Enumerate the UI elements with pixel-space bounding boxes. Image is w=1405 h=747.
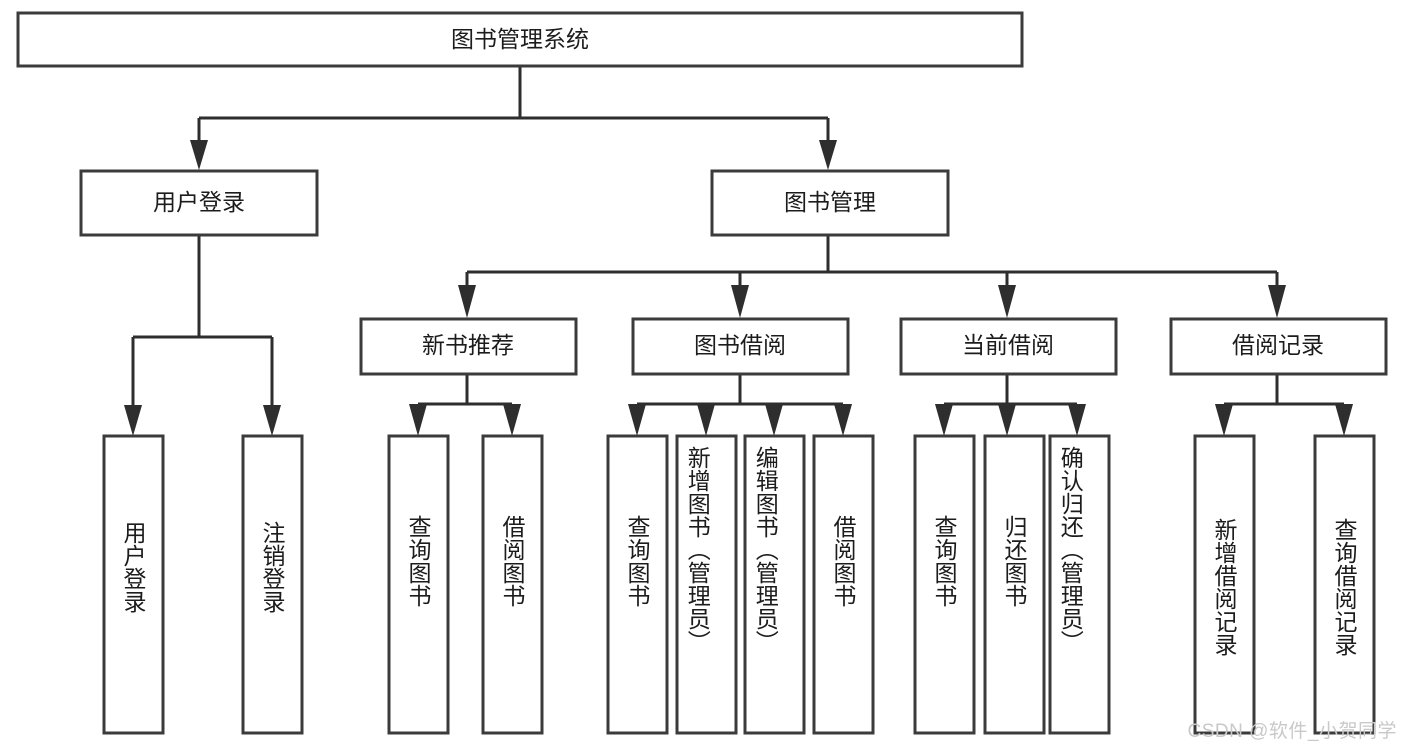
node-leaf-edit-book-label: 编辑图书（管理员） [752, 446, 779, 653]
node-leaf-query-record-label: 查询借阅记录 [1331, 518, 1358, 656]
arrow-user-login-to-leaf-user-login [124, 405, 142, 436]
node-current-borrow[interactable]: 当前借阅 [899, 317, 1118, 376]
node-leaf-add-book-box[interactable] [675, 434, 738, 735]
node-leaf-user-login-label: 用户登录 [120, 521, 147, 613]
node-leaf-query-book-c-label: 查询图书 [931, 515, 958, 607]
node-user-login-label: 用户登录 [153, 189, 245, 215]
node-leaf-logout-box[interactable] [241, 434, 304, 735]
node-leaf-edit-book[interactable]: 编辑图书（管理员） [743, 434, 806, 735]
node-leaf-query-book-c-box[interactable] [913, 434, 976, 735]
node-new-book-rec-label: 新书推荐 [422, 332, 514, 358]
arrow-book-borrow-to-add-book [697, 404, 715, 436]
node-leaf-query-book-b-box[interactable] [606, 434, 669, 735]
node-book-borrow-label: 图书借阅 [694, 332, 786, 358]
node-borrow-record[interactable]: 借阅记录 [1169, 317, 1388, 376]
node-leaf-confirm-return[interactable]: 确认归还（管理员） [1048, 434, 1111, 735]
node-book-manage-box[interactable] [710, 169, 950, 237]
arrow-book-borrow-to-edit-book [765, 404, 783, 436]
node-borrow-record-box[interactable] [1169, 317, 1388, 376]
arrow-borrow-record-to-query-record [1335, 404, 1353, 436]
edge-group-user-login [124, 236, 281, 436]
node-leaf-add-record[interactable]: 新增借阅记录 [1193, 434, 1256, 735]
node-book-manage[interactable]: 图书管理 [710, 169, 950, 237]
node-book-borrow[interactable]: 图书借阅 [631, 317, 850, 376]
node-leaf-query-book-b[interactable]: 查询图书 [606, 434, 669, 735]
node-leaf-return-book-label: 归还图书 [1001, 515, 1028, 607]
node-book-manage-label: 图书管理 [784, 189, 876, 215]
node-leaf-borrow-book-b[interactable]: 借阅图书 [812, 434, 875, 735]
node-leaf-return-book-box[interactable] [983, 434, 1046, 735]
node-leaf-user-login[interactable]: 用户登录 [102, 434, 165, 735]
edge-group-new-book-rec [409, 374, 521, 436]
node-leaf-borrow-book-a-label: 借阅图书 [499, 515, 526, 607]
node-leaf-logout-label: 注销登录 [259, 521, 286, 613]
node-leaf-add-book-label: 新增图书（管理员） [684, 446, 711, 653]
node-user-login[interactable]: 用户登录 [79, 169, 319, 237]
node-leaf-borrow-book-b-label: 借阅图书 [830, 515, 857, 607]
node-leaf-borrow-book-b-box[interactable] [812, 434, 875, 735]
node-leaf-query-record-box[interactable] [1313, 434, 1376, 735]
node-book-borrow-box[interactable] [631, 317, 850, 376]
node-leaf-add-book[interactable]: 新增图书（管理员） [675, 434, 738, 735]
node-root-box[interactable] [16, 11, 1024, 68]
node-leaf-logout[interactable]: 注销登录 [241, 434, 304, 735]
node-leaf-query-book-c[interactable]: 查询图书 [913, 434, 976, 735]
node-leaf-add-record-box[interactable] [1193, 434, 1256, 735]
node-leaf-borrow-book-a[interactable]: 借阅图书 [481, 434, 544, 735]
node-leaf-query-record[interactable]: 查询借阅记录 [1313, 434, 1376, 735]
arrow-new-book-rec-to-query-book [409, 404, 427, 436]
node-current-borrow-label: 当前借阅 [962, 332, 1054, 358]
edge-group-current-borrow [935, 374, 1086, 436]
node-root-label: 图书管理系统 [451, 26, 589, 52]
arrow-book-borrow-to-query-book [628, 404, 646, 436]
arrow-borrow-record-to-add-record [1215, 404, 1233, 436]
node-user-login-box[interactable] [79, 169, 319, 237]
node-root[interactable]: 图书管理系统 [16, 11, 1024, 68]
node-new-book-rec[interactable]: 新书推荐 [359, 317, 578, 376]
node-leaf-confirm-return-box[interactable] [1048, 434, 1111, 735]
arrow-current-borrow-to-query-book [935, 404, 953, 436]
arrow-book-borrow-to-borrow-book [834, 404, 852, 436]
edge-group-book-manage [458, 236, 1286, 318]
arrow-current-borrow-to-return-book [998, 404, 1016, 436]
arrow-new-book-rec-to-borrow-book [503, 404, 521, 436]
node-leaf-confirm-return-label: 确认归还（管理员） [1057, 446, 1084, 653]
node-leaf-edit-book-box[interactable] [743, 434, 806, 735]
arrow-book-manage-to-new-book-rec [458, 285, 476, 318]
arrow-current-borrow-to-confirm-return [1068, 404, 1086, 436]
node-leaf-borrow-book-a-box[interactable] [481, 434, 544, 735]
edge-group-borrow-record [1215, 374, 1353, 436]
arrow-book-manage-to-current-borrow [998, 285, 1016, 318]
arrow-book-manage-to-book-borrow [731, 285, 749, 318]
node-leaf-user-login-box[interactable] [102, 434, 165, 735]
node-leaf-query-book-b-label: 查询图书 [624, 515, 651, 607]
arrow-root-to-book-manage [819, 140, 837, 170]
node-current-borrow-box[interactable] [899, 317, 1118, 376]
arrow-user-login-to-leaf-logout [263, 405, 281, 436]
edge-group-root [190, 66, 837, 170]
arrow-root-to-user-login [190, 140, 208, 170]
arrow-book-manage-to-borrow-record [1268, 285, 1286, 318]
node-borrow-record-label: 借阅记录 [1232, 332, 1324, 358]
edge-group-book-borrow [628, 374, 852, 436]
node-leaf-add-record-label: 新增借阅记录 [1211, 518, 1238, 656]
node-new-book-rec-box[interactable] [359, 317, 578, 376]
node-leaf-return-book[interactable]: 归还图书 [983, 434, 1046, 735]
node-leaf-query-book-a[interactable]: 查询图书 [387, 434, 450, 735]
node-leaf-query-book-a-label: 查询图书 [405, 515, 432, 607]
node-leaf-query-book-a-box[interactable] [387, 434, 450, 735]
